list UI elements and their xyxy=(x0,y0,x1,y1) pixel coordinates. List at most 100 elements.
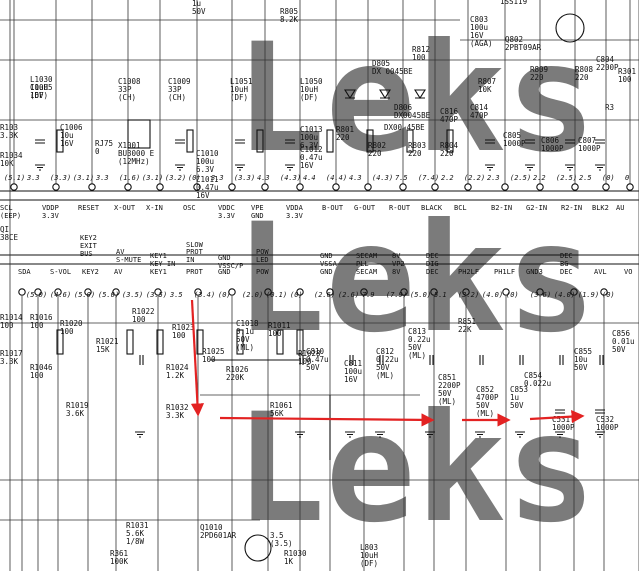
ground-symbol xyxy=(135,431,145,438)
ground-symbol xyxy=(595,431,605,438)
upper-pin-label: BCL xyxy=(454,204,467,212)
lower-pin-label: SECAM xyxy=(356,268,377,276)
upper-pin-label: X-OUT xyxy=(114,204,136,212)
ground-symbol xyxy=(515,431,525,438)
lower-pin-label: GND3 xyxy=(526,268,543,276)
ic-pin xyxy=(10,183,18,191)
ic-pin xyxy=(34,288,42,296)
signal-path-arrows xyxy=(190,299,585,427)
ic-pin xyxy=(400,288,408,296)
upper-pin-voltage: (3.1) xyxy=(73,174,94,182)
ic-pin xyxy=(296,183,304,191)
ic-pin xyxy=(84,288,92,296)
ground-symbol xyxy=(175,164,185,171)
lower-pin-voltage: 7.9 xyxy=(362,291,375,299)
upper-pin-voltage: (1.6) xyxy=(119,174,140,182)
ic-pin xyxy=(264,288,272,296)
capacitor-symbol xyxy=(349,355,354,365)
ic-pin xyxy=(124,183,132,191)
upper-pin-voltage: (4.4) xyxy=(326,174,347,182)
ground-symbol xyxy=(475,431,485,438)
ic-pin xyxy=(52,183,60,191)
upper-pin-label: G2-IN xyxy=(526,204,547,212)
ground-symbol xyxy=(565,164,575,171)
lower-pin-label: KEY1 xyxy=(150,268,167,276)
upper-pin-voltage: (5.1) xyxy=(4,174,25,182)
diode-symbol xyxy=(379,89,391,100)
capacitor-symbol xyxy=(555,409,565,414)
ic-pin xyxy=(501,183,509,191)
ic-pin xyxy=(399,183,407,191)
lower-pin-voltage: (2.6) xyxy=(314,291,335,299)
upper-pin-voltage: 7.5 xyxy=(395,174,408,182)
lower-pin-voltage: (4.6) xyxy=(50,291,71,299)
lower-pin-label: AV xyxy=(114,268,123,276)
lower-pin-voltage: (0) xyxy=(506,291,519,299)
lower-pin-label: DEC xyxy=(426,268,439,276)
resistor-symbol xyxy=(156,329,164,355)
lower-pin-voltage: (3.5) xyxy=(122,291,143,299)
lower-pin-label: PROT xyxy=(186,268,204,276)
upper-pin-label: G-OUT xyxy=(354,204,376,212)
lower-pin-voltage: (0) xyxy=(602,291,615,299)
diode-symbol xyxy=(344,89,356,100)
capacitor-symbol xyxy=(599,355,604,365)
resistor-symbol xyxy=(56,129,64,153)
ic-pin xyxy=(536,183,544,191)
capacitor-symbol xyxy=(379,355,384,365)
capacitor-symbol xyxy=(139,355,144,365)
lower-pin-voltage: (2.6) xyxy=(338,291,359,299)
lower-pin-label: PH2LF xyxy=(458,268,479,276)
capacitor-symbol xyxy=(299,355,304,365)
capacitor-symbol xyxy=(565,139,575,144)
lower-pin-voltage: 3.5 xyxy=(169,291,183,299)
q_volts-label: 3.5(3.5) xyxy=(270,531,293,548)
upper-pin-label: AU xyxy=(616,204,624,212)
capacitor-symbol xyxy=(595,409,605,414)
lower-pin-voltage: (5.0) xyxy=(410,291,431,299)
resistor-symbol xyxy=(56,329,64,355)
capacitor-symbol xyxy=(559,355,564,365)
upper-pin-voltage: (4.3) xyxy=(280,174,301,182)
ground-symbol xyxy=(35,164,45,171)
lower-pin-label: DEC xyxy=(560,268,573,276)
capacitor-symbol xyxy=(519,355,524,365)
resistor-symbol xyxy=(446,129,454,153)
lower-pin-voltage: (2.0) xyxy=(242,291,263,299)
capacitor-symbol xyxy=(35,139,45,144)
red-arrow-down xyxy=(190,299,205,417)
upper-pin-label: BLK2 xyxy=(592,204,609,212)
transistor-symbol xyxy=(244,534,272,562)
